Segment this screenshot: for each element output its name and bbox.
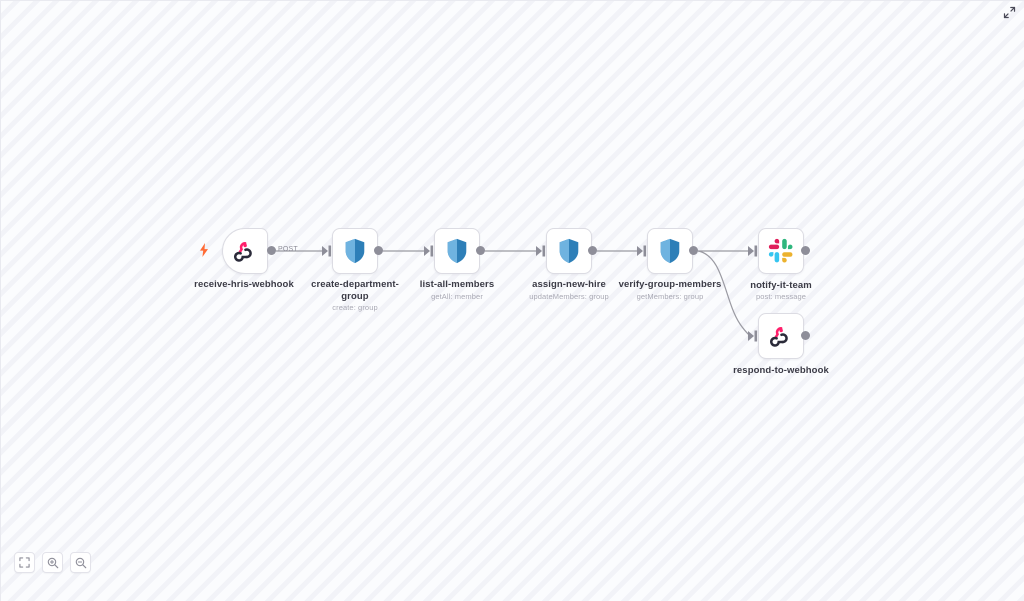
port-out-create-department-group[interactable]: [374, 246, 383, 255]
shield-icon: [345, 238, 365, 264]
expand-icon[interactable]: [1003, 6, 1016, 19]
node-subtitle-create-department-group: create: group: [332, 303, 378, 312]
shield-icon: [660, 238, 680, 264]
fit-to-screen-icon: [19, 557, 30, 568]
inport-verify-group-members: [637, 245, 647, 257]
edge-label-post: POST: [278, 246, 298, 253]
inport-notify-it-team: [748, 245, 758, 257]
node-assign-new-hire[interactable]: [546, 228, 592, 274]
node-notify-it-team[interactable]: [758, 228, 804, 274]
canvas-toolbar[interactable]: [14, 552, 91, 573]
node-label-list-all-members: list-all-members: [419, 279, 495, 290]
shield-icon: [447, 238, 467, 264]
port-out-assign-new-hire[interactable]: [588, 246, 597, 255]
zoom-in-button[interactable]: [42, 552, 63, 573]
node-label-notify-it-team: notify-it-team: [750, 280, 812, 291]
zoom-in-icon: [47, 557, 58, 568]
slack-icon: [768, 238, 793, 263]
lightning-bolt-icon: [200, 243, 208, 257]
node-label-assign-new-hire: assign-new-hire: [532, 279, 606, 290]
inport-respond-to-webhook: [748, 330, 758, 342]
node-verify-group-members[interactable]: [647, 228, 693, 274]
inport-create-department-group: [322, 245, 332, 257]
node-create-department-group[interactable]: [332, 228, 378, 274]
node-label-create-department-group: create-department- group: [311, 279, 399, 302]
port-out-respond-to-webhook[interactable]: [801, 331, 810, 340]
inport-list-all-members: [424, 245, 434, 257]
node-list-all-members[interactable]: [434, 228, 480, 274]
zoom-out-button[interactable]: [70, 552, 91, 573]
fit-to-screen-button[interactable]: [14, 552, 35, 573]
port-out-list-all-members[interactable]: [476, 246, 485, 255]
node-label-verify-group-members: verify-group-members: [618, 279, 722, 290]
inport-assign-new-hire: [536, 245, 546, 257]
zoom-out-icon: [75, 557, 86, 568]
node-subtitle-assign-new-hire: updateMembers: group: [529, 292, 609, 301]
canvas-top-border: [0, 0, 1024, 1]
node-respond-to-webhook[interactable]: [758, 313, 804, 359]
node-subtitle-notify-it-team: post: message: [755, 292, 807, 301]
node-subtitle-list-all-members: getAll: member: [431, 292, 483, 301]
canvas-left-border: [0, 0, 1, 601]
node-subtitle-verify-group-members: getMembers: group: [636, 292, 704, 301]
node-label-receive-hris-webhook: receive-hris-webhook: [194, 279, 294, 290]
webhook-icon: [234, 241, 252, 262]
port-out-notify-it-team[interactable]: [801, 246, 810, 255]
port-out-verify-group-members[interactable]: [689, 246, 698, 255]
port-out-receive-hris-webhook[interactable]: [267, 246, 276, 255]
webhook-icon: [770, 326, 788, 347]
node-receive-hris-webhook[interactable]: [222, 228, 268, 274]
node-label-respond-to-webhook: respond-to-webhook: [733, 365, 829, 376]
shield-icon: [559, 238, 579, 264]
